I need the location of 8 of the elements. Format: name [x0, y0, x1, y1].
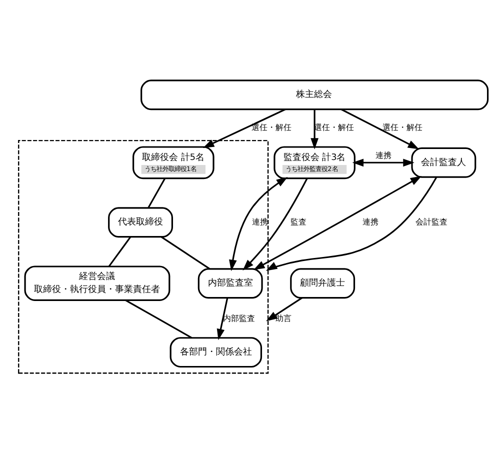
edge-label: 連携: [362, 216, 378, 226]
edge-label: 連携: [252, 216, 268, 226]
edge-label: 監査: [290, 216, 306, 226]
edge-label: 内部監査: [222, 314, 255, 323]
edge-label: 選任・解任: [382, 122, 422, 132]
edge-label: 助言: [274, 314, 291, 323]
edge-label: 会計監査: [415, 216, 448, 226]
edge-label: 連携: [374, 150, 391, 160]
